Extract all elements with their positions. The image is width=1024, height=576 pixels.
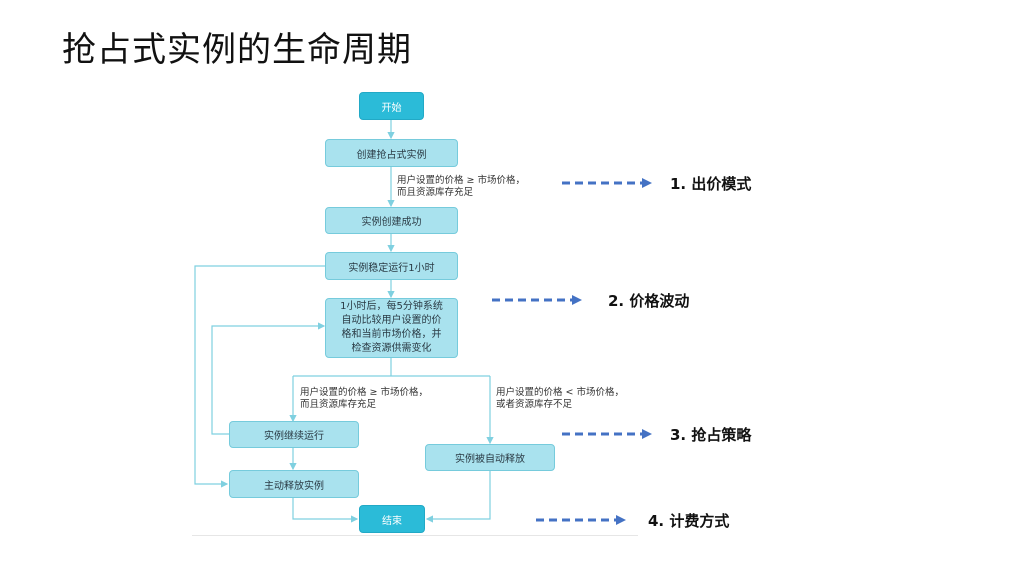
dashed-arrow-4: [536, 515, 626, 525]
callout-price-fluctuation: 2. 价格波动: [608, 292, 690, 310]
condition-a-line-2: 而且资源库存充足: [397, 187, 474, 198]
check-line-1: 1小时后，每5分钟系统: [340, 301, 443, 312]
dashed-arrow-1: [562, 178, 652, 188]
node-price-check: 1小时后，每5分钟系统 自动比较用户设置的价 格和当前市场价格，并 检查资源供需…: [325, 298, 458, 358]
condition-a: 用户设置的价格 ≥ 市场价格， 而且资源库存充足: [397, 175, 525, 199]
node-end: 结束: [359, 505, 425, 533]
check-line-4: 检查资源供需变化: [351, 343, 432, 354]
dashed-arrow-2: [492, 295, 582, 305]
page-title: 抢占式实例的生命周期: [62, 30, 412, 70]
node-manual-release: 主动释放实例: [229, 470, 359, 498]
connector-continue-loop: [211, 322, 326, 435]
condition-b-line-2: 而且资源库存充足: [300, 399, 377, 410]
condition-c-line-2: 或者资源库存不足: [496, 399, 573, 410]
node-continue-running: 实例继续运行: [229, 421, 359, 448]
node-auto-release: 实例被自动释放: [425, 444, 555, 471]
connector-stable-manual: [194, 265, 327, 488]
connector-auto-end: [425, 471, 491, 523]
condition-b-line-1: 用户设置的价格 ≥ 市场价格，: [300, 387, 428, 398]
dashed-arrow-3: [562, 429, 652, 439]
callout-bidding-mode: 1. 出价模式: [670, 175, 752, 193]
condition-c: 用户设置的价格 < 市场价格， 或者资源库存不足: [496, 387, 624, 411]
condition-b: 用户设置的价格 ≥ 市场价格， 而且资源库存充足: [300, 387, 428, 411]
check-line-3: 格和当前市场价格，并: [341, 329, 442, 340]
node-start: 开始: [359, 92, 424, 120]
node-instance-stable: 实例稳定运行1小时: [325, 252, 458, 280]
condition-c-line-1: 用户设置的价格 < 市场价格，: [496, 387, 624, 398]
callout-billing-method: 4. 计费方式: [648, 512, 730, 530]
diagram-baseline: [192, 535, 638, 536]
node-create-instance: 创建抢占式实例: [325, 139, 458, 167]
condition-a-line-1: 用户设置的价格 ≥ 市场价格，: [397, 175, 525, 186]
callout-preemption-strategy: 3. 抢占策略: [670, 426, 752, 444]
connector-manual-end: [292, 498, 359, 523]
node-instance-created: 实例创建成功: [325, 207, 458, 234]
check-line-2: 自动比较用户设置的价: [341, 315, 442, 326]
